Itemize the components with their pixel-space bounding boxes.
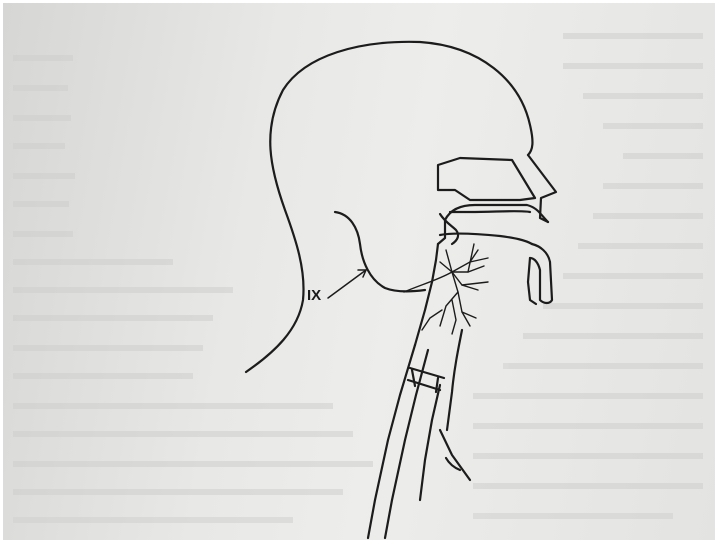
glossopharyngeal-nerve: [404, 244, 488, 334]
nerve-label-ix: IX: [307, 287, 321, 304]
pharynx-wall: [415, 244, 438, 345]
neck-front: [447, 330, 462, 430]
trachea: [368, 345, 415, 538]
label-arrow: [328, 270, 366, 298]
nose-outline: [528, 155, 556, 222]
jaw-outline: [530, 244, 552, 303]
head-outline: [246, 42, 532, 372]
